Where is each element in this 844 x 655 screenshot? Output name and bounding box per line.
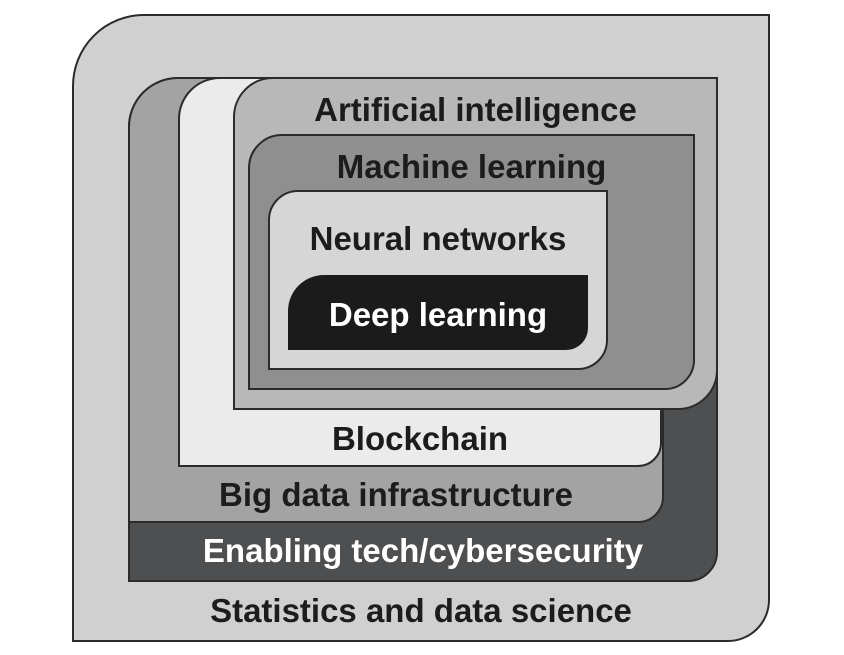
artificial-intelligence-label: Artificial intelligence [314,91,637,128]
neural-networks-label: Neural networks [309,220,567,257]
enabling-tech-cybersecurity-label: Enabling tech/cybersecurity [202,532,644,569]
machine-learning-label: Machine learning [336,148,607,185]
statistics-data-science-label: Statistics and data science [210,592,632,629]
blockchain-label: Blockchain [331,420,509,457]
big-data-infrastructure-label: Big data infrastructure [219,476,573,513]
deep-learning-layer [288,275,588,350]
deep-learning-label: Deep learning [328,296,548,333]
